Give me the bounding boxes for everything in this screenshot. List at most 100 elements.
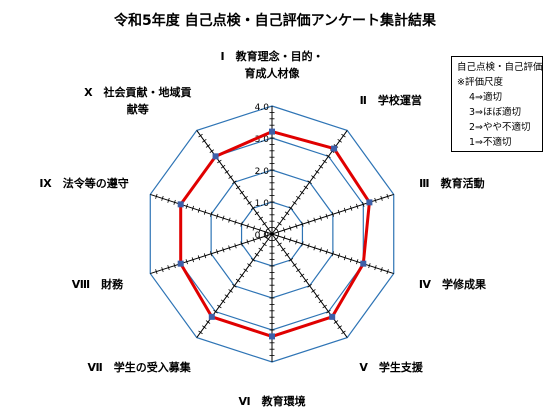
axis-minor-tick: [281, 247, 286, 252]
category-label: Ⅷ 財務: [72, 276, 123, 293]
axis-minor-tick: [337, 253, 341, 259]
axis-minor-tick: [356, 259, 359, 265]
axis-minor-tick: [232, 283, 237, 288]
axis-minor-tick: [232, 180, 237, 185]
data-point: [208, 313, 215, 320]
axis-minor-tick: [322, 304, 327, 309]
axis-minor-tick: [296, 268, 301, 273]
axis-minor-tick: [167, 197, 170, 203]
axis-minor-tick: [289, 237, 292, 243]
axis-minor-tick: [222, 215, 225, 221]
axis-minor-tick: [374, 197, 377, 203]
series-line: [179, 130, 371, 338]
data-point: [212, 153, 219, 160]
category-label-line: Ⅷ 財務: [71, 278, 124, 292]
legend-item: 3⇒ほぼ適切: [469, 107, 522, 118]
axis-minor-tick: [292, 263, 297, 267]
radar-chart: 0.01.02.03.04.0: [149, 103, 395, 363]
axis-minor-tick: [203, 209, 207, 215]
axis-minor-tick: [173, 199, 176, 205]
axis-minor-tick: [301, 221, 304, 227]
category-label-line: Ⅴ 学生支援: [359, 360, 423, 374]
axis-minor-tick: [311, 289, 316, 293]
axis-minor-tick: [247, 201, 252, 205]
axis-minor-tick: [307, 180, 312, 185]
axis-minor-tick: [220, 299, 226, 304]
axis-minor-tick: [283, 227, 286, 233]
axis-minor-tick: [258, 235, 261, 241]
category-label-line: 育成人材像: [244, 67, 300, 80]
axis-minor-tick: [250, 258, 256, 262]
axis-minor-tick: [258, 216, 263, 221]
axis-minor-tick: [380, 195, 383, 201]
axis-minor-tick: [303, 185, 309, 190]
data-point: [360, 260, 367, 267]
axis-minor-tick: [295, 223, 298, 229]
axis-minor-tick: [185, 203, 188, 209]
tick-label: 0.0: [255, 231, 270, 241]
axis-minor-tick: [318, 299, 324, 304]
axis-minor-tick: [318, 164, 324, 169]
axis-minor-tick: [198, 133, 203, 138]
axis-minor-tick: [281, 216, 286, 221]
data-point: [331, 145, 338, 152]
axis-minor-tick: [216, 249, 219, 255]
axis-minor-tick: [314, 170, 320, 174]
axis-minor-tick: [333, 320, 339, 324]
axis-minor-tick: [343, 207, 347, 213]
axis-minor-tick: [258, 247, 263, 252]
axis-minor-tick: [307, 219, 310, 225]
axis-minor-tick: [191, 257, 195, 263]
category-label-line: Ⅵ 教育環境: [238, 394, 306, 408]
category-label-line: Ⅸ 法令等の遵守: [39, 176, 129, 190]
axis-minor-tick: [314, 294, 320, 298]
axis-minor-tick: [307, 283, 312, 288]
axis-minor-tick: [228, 217, 231, 223]
category-label-line: Ⅰ 教育理念・目的・: [220, 50, 324, 63]
axis-minor-tick: [209, 211, 213, 217]
axis-minor-tick: [254, 211, 260, 216]
axis-minor-tick: [234, 219, 237, 225]
axis-minor-tick: [349, 257, 353, 263]
axis-minor-tick: [386, 193, 389, 199]
axis-minor-tick: [331, 211, 335, 217]
tick-label: 1.0: [255, 199, 270, 209]
axis-minor-tick: [235, 185, 241, 190]
axis-minor-tick: [313, 217, 316, 223]
data-point: [269, 333, 275, 340]
axis-minor-tick: [277, 242, 282, 247]
axis-minor-tick: [205, 144, 211, 148]
category-label-line: Ⅱ 学校運営: [359, 94, 422, 107]
axis-minor-tick: [213, 309, 218, 314]
axis-minor-tick: [185, 259, 188, 265]
axis-minor-tick: [254, 252, 260, 257]
axis-minor-tick: [322, 159, 327, 164]
axis-minor-tick: [356, 203, 359, 209]
axis-minor-tick: [311, 175, 316, 179]
axis-minor-tick: [222, 247, 225, 253]
tick-label: 4.0: [255, 103, 270, 113]
axis-minor-tick: [228, 245, 231, 251]
category-label-line: Ⅹ 社会貢献・地域貢: [84, 85, 192, 99]
axis-minor-tick: [374, 265, 377, 271]
axis-minor-tick: [319, 215, 322, 221]
axis-minor-tick: [202, 139, 207, 143]
axis-minor-tick: [209, 149, 215, 153]
data-point: [366, 199, 373, 206]
axis-minor-tick: [301, 241, 304, 247]
axis-minor-tick: [235, 278, 241, 283]
axis-minor-tick: [155, 193, 158, 199]
axis-minor-tick: [167, 265, 170, 271]
axis-minor-tick: [283, 235, 286, 241]
axis-minor-tick: [362, 201, 365, 207]
axis-minor-tick: [386, 269, 389, 275]
legend-subtitle: ※評価尺度: [457, 77, 503, 88]
axis-minor-tick: [296, 195, 301, 200]
axis-minor-tick: [239, 273, 245, 278]
category-label-line: Ⅳ 学修成果: [418, 278, 486, 292]
axis-minor-tick: [198, 330, 203, 335]
axis-minor-tick: [216, 213, 219, 219]
axis-minor-tick: [224, 294, 230, 298]
axis-minor-tick: [247, 263, 252, 267]
category-label: Ⅲ 教育活動: [419, 175, 484, 192]
